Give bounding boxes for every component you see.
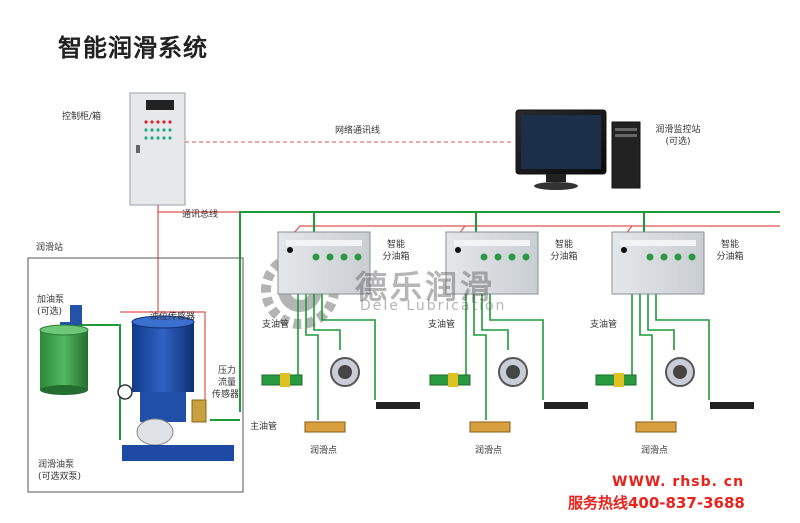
- lube-pump-unit: [117, 315, 234, 461]
- label-monitor-optional: (可选): [665, 137, 691, 147]
- label-monitor-station: 润滑监控站: [655, 125, 701, 135]
- label-distributor-2b: 分油箱: [550, 252, 578, 262]
- label-branch-pipe-2: 支油管: [428, 320, 456, 330]
- label-level-sensor: 油位传感器: [150, 312, 196, 322]
- label-main-pipe: 主油管: [250, 422, 278, 432]
- label-bus-line: 通讯总线: [182, 210, 219, 220]
- distributor-box-1: [277, 231, 371, 295]
- distributor-box-2: [445, 231, 539, 295]
- label-pressure-sensor-1: 压力: [218, 366, 237, 376]
- watermark-en: Dele Lubrication: [360, 298, 507, 314]
- lube-station-frame: [27, 257, 244, 493]
- green-oil-barrel: [39, 324, 89, 395]
- footer-website: WWW. rhsb. cn: [612, 474, 745, 490]
- label-pressure-sensor-3: 传感器: [212, 390, 240, 400]
- label-lube-pump: 润滑油泵: [38, 460, 75, 470]
- label-lube-point-2: 润滑点: [475, 446, 503, 456]
- watermark-cn: 德乐润滑: [355, 268, 496, 306]
- label-branch-pipe-3: 支油管: [590, 320, 618, 330]
- distributor-box-3: [611, 231, 705, 295]
- label-lube-pump-optional: (可选双泵): [38, 472, 82, 482]
- label-lube-point-3: 润滑点: [641, 446, 669, 456]
- label-branch-pipe-1: 支油管: [262, 320, 290, 330]
- lube-point-devices: [261, 357, 754, 433]
- label-lube-station: 润滑站: [36, 243, 64, 253]
- branch-pipes: [297, 294, 710, 420]
- label-control-cabinet: 控制柜/箱: [62, 112, 102, 122]
- label-distributor-1b: 分油箱: [382, 252, 410, 262]
- label-distributor-3a: 智能: [720, 240, 739, 250]
- label-distributor-3b: 分油箱: [716, 252, 744, 262]
- bus-lines: [75, 211, 780, 440]
- monitor-station-computer: [515, 109, 641, 190]
- page-title: 智能润滑系统: [58, 34, 208, 62]
- label-fill-pump-optional: (可选): [37, 307, 63, 317]
- footer-hotline: 服务热线400-837-3688: [568, 494, 745, 512]
- label-fill-pump: 加油泵: [37, 295, 65, 305]
- label-network-line: 网络通讯线: [335, 126, 381, 136]
- label-distributor-2a: 智能: [554, 240, 573, 250]
- label-lube-point-1: 润滑点: [310, 446, 338, 456]
- label-distributor-1a: 智能: [386, 240, 405, 250]
- control-cabinet: [129, 92, 186, 206]
- label-pressure-sensor-2: 流量: [218, 378, 237, 388]
